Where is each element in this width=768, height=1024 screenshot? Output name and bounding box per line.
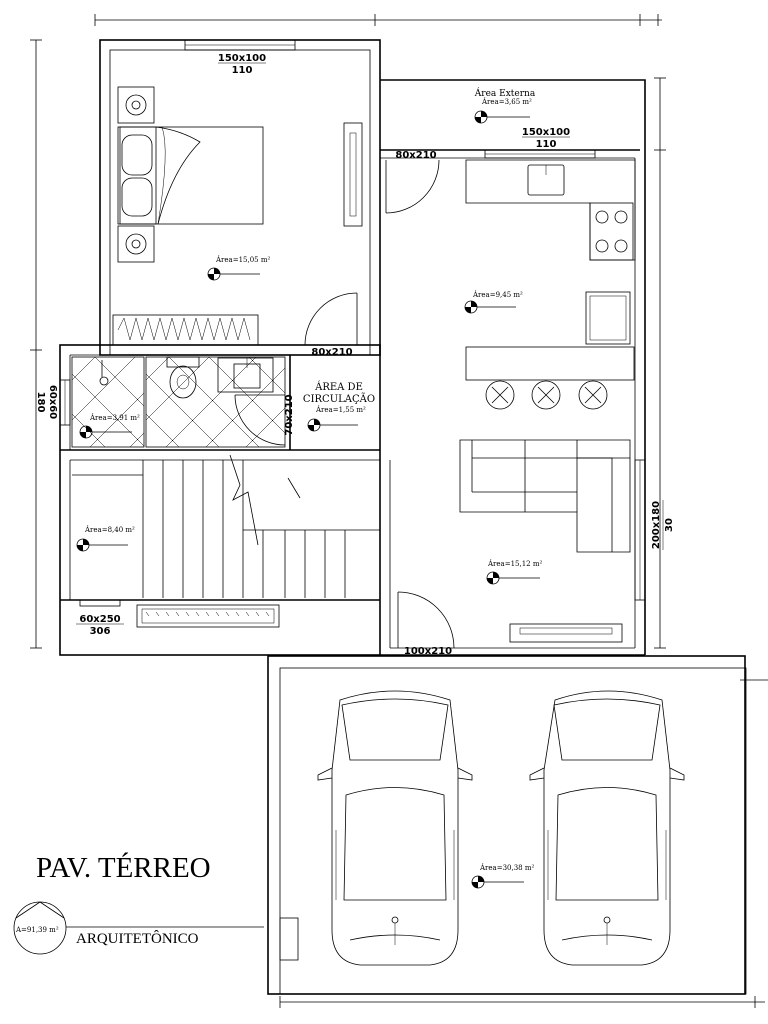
- title-block: PAV. TÉRREO A=91,39 m² ARQUITETÔNICO: [13, 851, 264, 955]
- tv-rack: [509, 623, 623, 643]
- shower-tiles: [71, 356, 145, 448]
- doors: [234, 159, 455, 649]
- circulation-area-label: Área=1,55 m²: [315, 405, 366, 414]
- windows: [59, 39, 646, 607]
- area-marker-stairs: [76, 538, 128, 552]
- nightstands: [117, 86, 155, 263]
- stairs-window-sill-label: 306: [90, 626, 111, 637]
- bathroom-sink: [217, 357, 274, 393]
- bar-stools: [485, 380, 608, 410]
- area-marker-circulation: [307, 418, 358, 432]
- stairs-window-label: 60x250: [79, 614, 120, 625]
- planter: [136, 604, 280, 628]
- drawing-subtitle: ARQUITETÔNICO: [76, 930, 199, 947]
- bedroom-tv: [343, 122, 363, 227]
- sofa: [459, 439, 631, 553]
- toilet: [166, 356, 200, 399]
- area-marker-bedroom: [207, 267, 260, 281]
- door-external-label: 80x210: [395, 150, 436, 161]
- stairs-area-label: Área=8,40 m²: [84, 525, 135, 534]
- wardrobe: [112, 314, 259, 346]
- area-marker-bathroom: [79, 425, 132, 439]
- bar-counter: [465, 346, 635, 381]
- bedroom-area-label: Área=15,05 m²: [215, 255, 270, 264]
- bathroom-window-sill-label: 180: [35, 392, 46, 413]
- garage-area-label: Área=30,38 m²: [479, 863, 534, 872]
- area-markers: [76, 110, 540, 889]
- door-main-label: 100x210: [404, 646, 452, 657]
- living-window-label: 200x180: [651, 501, 662, 549]
- living-area-label: Área=15,12 m²: [487, 559, 542, 568]
- kitchen-counter: [465, 159, 636, 261]
- door-bedroom-label: 80x210: [311, 347, 352, 358]
- bed: [117, 126, 264, 225]
- room-labels: Área=15,05 m² Área Externa Área=3,65 m² …: [84, 87, 542, 872]
- kitchen-area-label: Área=9,45 m²: [472, 290, 523, 299]
- total-area-label: A=91,39 m²: [15, 926, 59, 934]
- area-marker-external: [474, 110, 530, 124]
- kitchen-window-label: 150x100: [522, 127, 570, 138]
- drawing-title: PAV. TÉRREO: [36, 851, 211, 884]
- circulation-name-line2: CIRCULAÇÃO: [303, 393, 375, 405]
- stairs: [72, 454, 380, 598]
- external-area-label: Área=3,65 m²: [481, 97, 532, 106]
- bathroom-area-label: Área=3,91 m²: [89, 413, 140, 422]
- door-bathroom-label: 70x210: [284, 394, 295, 435]
- car-right: [529, 690, 685, 966]
- area-marker-living: [486, 571, 540, 585]
- external-name-label: Área Externa: [474, 87, 536, 99]
- kitchen-window-sill-label: 110: [536, 139, 557, 150]
- refrigerator: [585, 291, 631, 345]
- opening-labels: 150x100 110 150x100 110 80x210 80x210 70…: [35, 53, 675, 657]
- circulation-name-line1: ÁREA DE: [314, 381, 363, 393]
- area-marker-garage: [471, 875, 524, 889]
- car-left: [317, 690, 473, 966]
- bedroom-window-label: 150x100: [218, 53, 266, 64]
- bathroom-floor: [145, 356, 286, 448]
- bedroom-window-sill-label: 110: [232, 65, 253, 76]
- living-window-sill-label: 30: [664, 518, 675, 532]
- bathroom-window-label: 60x60: [47, 385, 58, 419]
- area-marker-kitchen: [464, 300, 516, 314]
- stove: [589, 202, 634, 261]
- dimension-lines: [30, 14, 768, 1008]
